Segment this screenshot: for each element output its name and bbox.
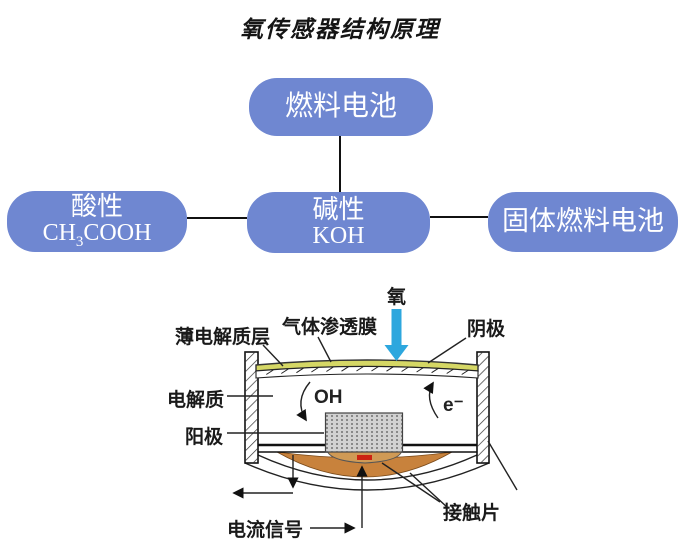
fuel-cell-label: 燃料电池 bbox=[284, 90, 397, 122]
dish-inner-curve bbox=[257, 454, 478, 481]
electron-flow-arrow bbox=[423, 381, 439, 419]
connector-left-to-middle bbox=[187, 217, 247, 219]
sensor-diagram: 氧 薄电解质层 气体渗透膜 阴极 电解质 阳极 OH e⁻ 接触片 电流信号 bbox=[167, 285, 518, 541]
acidic-label: 酸性 bbox=[70, 191, 123, 221]
anode-block bbox=[324, 412, 404, 453]
oxygen-down-arrow-icon bbox=[384, 309, 409, 361]
formula-ch: CH bbox=[42, 220, 76, 247]
flow-box-fuel-cell: 燃料电池 bbox=[249, 78, 433, 136]
right-wall-hatch bbox=[477, 352, 489, 463]
contact-red-piece bbox=[357, 455, 372, 460]
thin-layer-strip bbox=[255, 365, 479, 379]
left-wall-hatch bbox=[245, 352, 258, 463]
page-title: 氧传感器结构原理 bbox=[240, 16, 440, 42]
connector-middle-to-right bbox=[430, 216, 488, 218]
alkaline-label: 碱性 bbox=[312, 194, 365, 224]
formula-subscript: 3 bbox=[75, 233, 84, 250]
electron-label: e⁻ bbox=[443, 395, 464, 416]
oxygen-label: 氧 bbox=[387, 285, 406, 308]
flow-box-alkaline: 碱性 KOH bbox=[247, 192, 430, 253]
thin-layer-hatch-ticks bbox=[266, 366, 469, 375]
thin-electrolyte-label: 薄电解质层 bbox=[175, 325, 270, 348]
hydroxide-flow-arrow bbox=[296, 381, 311, 422]
flow-box-solid-fuel-cell: 固体燃料电池 bbox=[488, 192, 678, 252]
pointer-cathode bbox=[427, 337, 467, 364]
membrane-label: 气体渗透膜 bbox=[281, 315, 377, 338]
dish-outer-curve bbox=[244, 462, 490, 491]
alkaline-formula: KOH bbox=[312, 222, 365, 249]
pointer-contact-2 bbox=[409, 472, 449, 509]
connector-root-to-middle bbox=[339, 136, 341, 192]
pointer-contact-3 bbox=[487, 440, 518, 491]
flow-box-acidic: 酸性 CH3COOH bbox=[7, 191, 187, 252]
pointer-thin-electrolyte bbox=[262, 344, 284, 367]
hydroxide-label: OH bbox=[314, 387, 343, 408]
pointer-contact-1 bbox=[381, 462, 441, 503]
contact-piece-label: 接触片 bbox=[443, 501, 500, 524]
cathode-label: 阴极 bbox=[467, 317, 506, 340]
formula-cooh: COOH bbox=[83, 220, 152, 247]
electrolyte-label: 电解质 bbox=[167, 388, 224, 411]
anode-label: 阳极 bbox=[185, 425, 224, 448]
solid-fuel-cell-label: 固体燃料电池 bbox=[502, 206, 664, 237]
acidic-formula: CH3COOH bbox=[42, 220, 152, 250]
pointer-membrane bbox=[317, 336, 332, 363]
current-signal-label: 电流信号 bbox=[227, 518, 303, 541]
